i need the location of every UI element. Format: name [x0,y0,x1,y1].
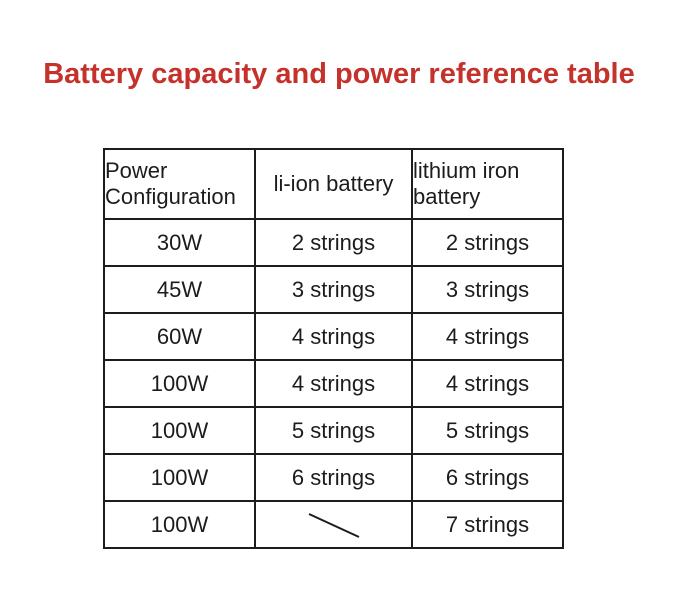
cell-li-ion: 4 strings [254,312,413,361]
cell-power: 60W [103,312,256,361]
table-row: 100W 6 strings 6 strings [103,453,564,502]
cell-power: 45W [103,265,256,314]
table-row: 100W 4 strings 4 strings [103,359,564,408]
cell-power: 100W [103,406,256,455]
cell-lithium-iron: 3 strings [411,265,564,314]
cell-li-ion: 3 strings [254,265,413,314]
table-header: Power Configuration li-ion battery lithi… [103,148,564,220]
table-row: 45W 3 strings 3 strings [103,265,564,314]
diagonal-slash-icon [256,510,411,540]
header-row: Power Configuration li-ion battery lithi… [103,148,564,220]
cell-li-ion: 2 strings [254,218,413,267]
cell-lithium-iron: 2 strings [411,218,564,267]
cell-power: 100W [103,359,256,408]
header-lithium-iron-battery: lithium iron battery [411,148,564,220]
header-li-ion-battery: li-ion battery [254,148,413,220]
cell-lithium-iron: 4 strings [411,312,564,361]
cell-lithium-iron: 7 strings [411,500,564,549]
cell-lithium-iron: 4 strings [411,359,564,408]
table-row: 100W 7 strings [103,500,564,549]
cell-power: 100W [103,453,256,502]
page-title: Battery capacity and power reference tab… [43,58,635,90]
cell-power: 30W [103,218,256,267]
table-body: 30W 2 strings 2 strings 45W 3 strings 3 … [103,218,564,549]
table-row: 100W 5 strings 5 strings [103,406,564,455]
cell-lithium-iron: 5 strings [411,406,564,455]
table-row: 30W 2 strings 2 strings [103,218,564,267]
table-row: 60W 4 strings 4 strings [103,312,564,361]
battery-reference-table: Power Configuration li-ion battery lithi… [103,148,564,549]
cell-li-ion-empty [254,500,413,549]
cell-li-ion: 4 strings [254,359,413,408]
header-power-configuration: Power Configuration [103,148,256,220]
cell-power: 100W [103,500,256,549]
cell-lithium-iron: 6 strings [411,453,564,502]
cell-li-ion: 5 strings [254,406,413,455]
cell-li-ion: 6 strings [254,453,413,502]
